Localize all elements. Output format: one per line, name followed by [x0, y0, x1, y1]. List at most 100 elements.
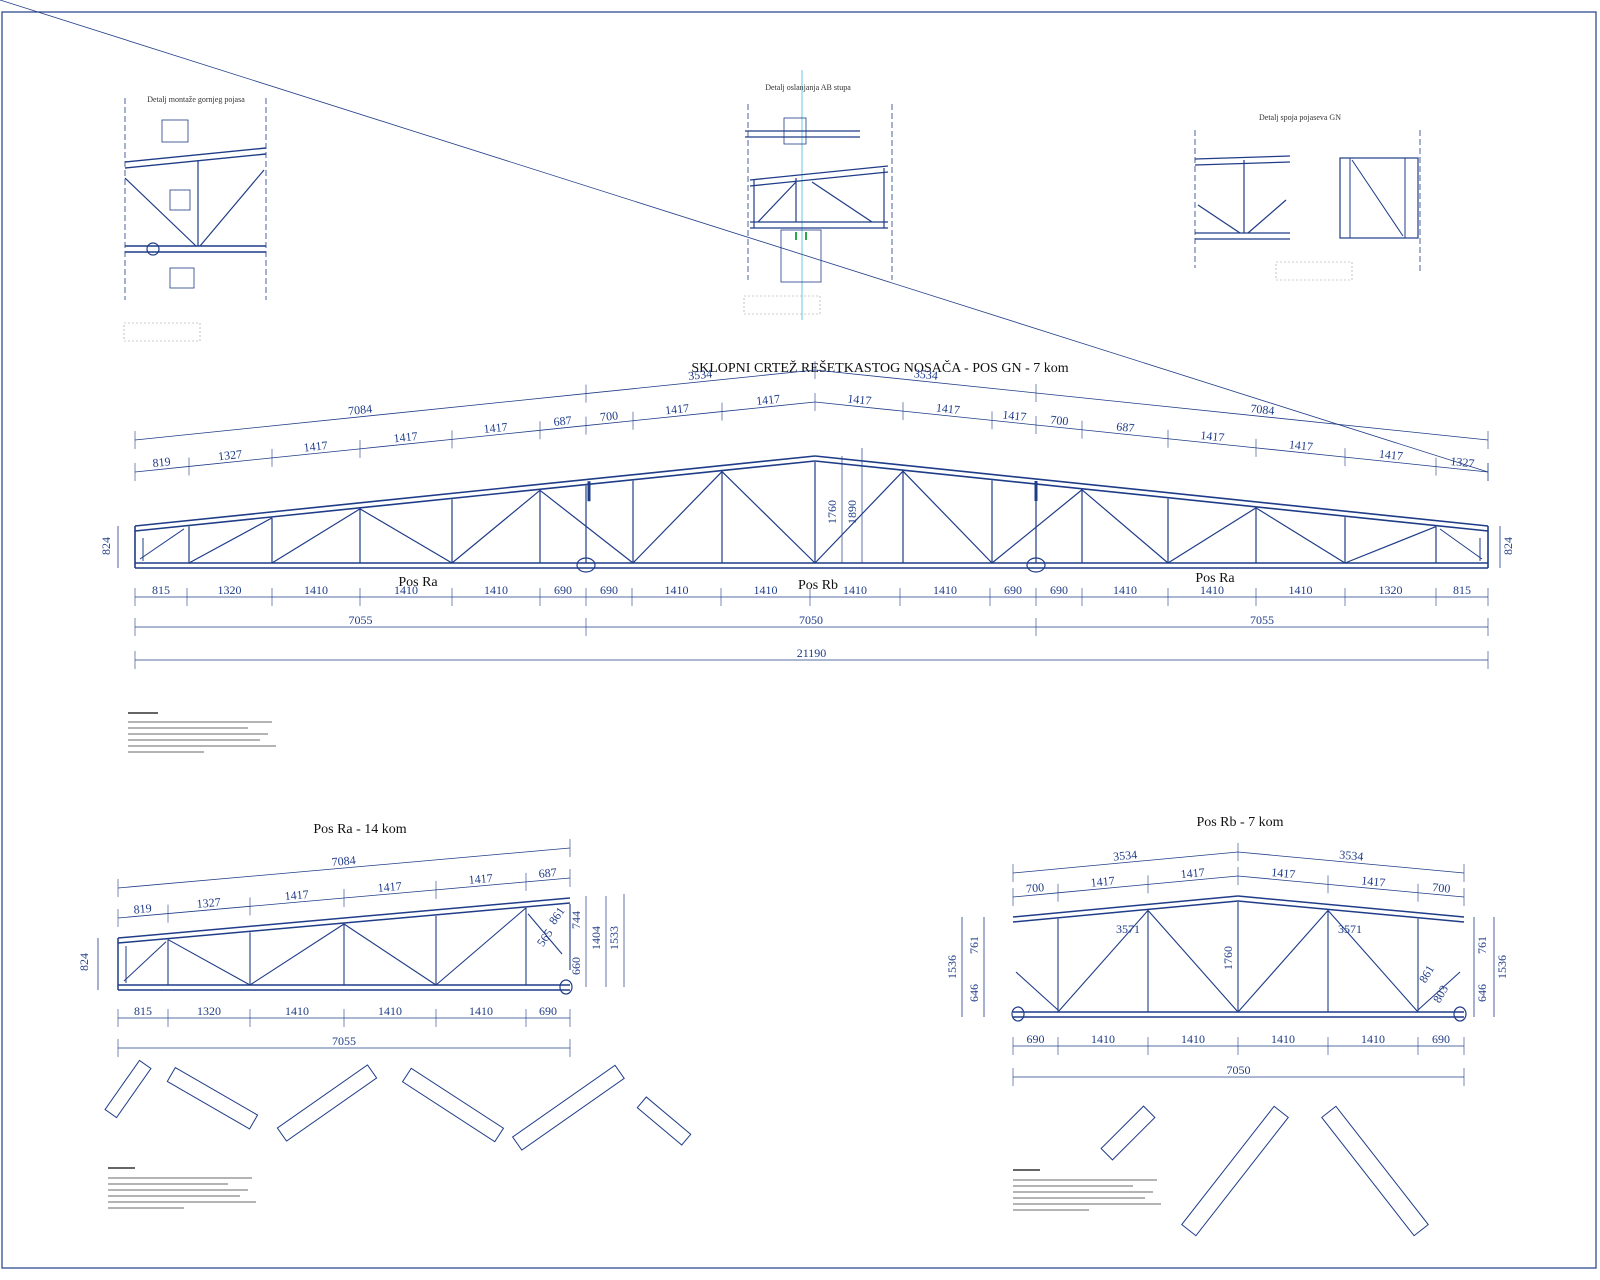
main-label-pos-rb: Pos Rb — [798, 578, 838, 593]
diagonal-member — [343, 923, 437, 986]
pos-ra-truss — [117, 897, 573, 995]
dimension-label: 687 — [538, 865, 557, 881]
dimension-label: 819 — [0, 0, 9, 3]
dimension-label: 690 — [1432, 1032, 1450, 1046]
detail-right: Detalj spoja pojaseva GN — [1194, 113, 1421, 281]
dimension-line — [1147, 875, 1239, 885]
dimension-line — [359, 438, 453, 450]
dimension-label: 3571 — [1116, 922, 1140, 936]
dimension-label: 690 — [1004, 583, 1022, 597]
dimension-line — [1327, 883, 1419, 894]
top-chord — [1012, 895, 1239, 918]
dimension-label: 744 — [569, 911, 583, 929]
diagonal-member — [1147, 910, 1239, 1013]
detail-right-title: Detalj spoja pojaseva GN — [1259, 113, 1341, 122]
dimension-label: 1404 — [589, 926, 603, 950]
diagonal-member — [1344, 526, 1437, 564]
dimension-label: 1417 — [1002, 408, 1027, 424]
dimension-label: 1417 — [1180, 865, 1205, 881]
dimension-label: 1320 — [1379, 583, 1403, 597]
dimension-label: 815 — [152, 583, 170, 597]
dimension-label: 803 — [1430, 983, 1451, 1006]
dimension-label: 1410 — [754, 583, 778, 597]
diagonal-member — [1417, 971, 1461, 1011]
dimension-label: 7050 — [799, 613, 823, 627]
dimension-label: 3534 — [687, 367, 712, 383]
dimension-label: 690 — [600, 583, 618, 597]
dimension-label: 1410 — [1271, 1032, 1295, 1046]
dimension-line — [1255, 447, 1346, 458]
top-chord — [1237, 895, 1465, 918]
pos-rb-title: Pos Rb - 7 kom — [1196, 815, 1283, 830]
dimension-label: 1327 — [1450, 454, 1475, 470]
dimension-line — [814, 369, 1037, 394]
dimension-label: 1410 — [1181, 1032, 1205, 1046]
diagonal-member — [1255, 507, 1346, 564]
dimension-line — [117, 913, 169, 919]
dimension-line — [167, 905, 251, 914]
dimension-label: 1410 — [1091, 1032, 1115, 1046]
dimension-label: 1410 — [469, 1004, 493, 1018]
dimension-label: 700 — [1432, 880, 1451, 896]
dimension-line — [188, 457, 273, 467]
dimension-label: 1417 — [1361, 873, 1386, 889]
pos-rb-truss — [1011, 895, 1467, 1022]
dimension-label: 824 — [1501, 537, 1515, 555]
dimension-label: 660 — [569, 957, 583, 975]
dimension-line — [525, 877, 571, 883]
diagonal-member — [1057, 910, 1149, 1013]
dimension-label: 646 — [1475, 984, 1489, 1002]
dimension-label: 824 — [77, 953, 91, 971]
dimension-line — [435, 881, 527, 891]
dimension-line — [585, 420, 634, 426]
detail-left: Detalj montaže gornjeg pojasa — [123, 95, 267, 342]
dimension-label: 1417 — [1378, 447, 1403, 463]
dimension-line — [1035, 424, 1083, 431]
dimension-label: 819 — [152, 454, 171, 470]
splice-marker — [559, 979, 573, 995]
dimension-label: 7084 — [331, 853, 356, 869]
dimension-label: 1410 — [1289, 583, 1313, 597]
dimension-line — [117, 847, 571, 889]
dimension-label: 819 — [133, 901, 152, 917]
notes-block-main — [128, 712, 276, 753]
dimension-label: 700 — [599, 408, 618, 424]
diagonal-member — [139, 528, 185, 560]
dimension-label: 1417 — [755, 392, 780, 408]
dimension-label: 1410 — [843, 583, 867, 597]
diagonal-member — [1237, 909, 1329, 1013]
diagonal-member — [451, 489, 541, 564]
dimension-label: 1410 — [304, 583, 328, 597]
dimension-label: 7055 — [1250, 613, 1274, 627]
dimension-label: 1410 — [1361, 1032, 1385, 1046]
dimension-label: 824 — [99, 537, 113, 555]
diagonal-member — [188, 517, 273, 564]
splice-marker — [1011, 1006, 1025, 1022]
diagonal-member — [1439, 528, 1483, 560]
dimension-label: 690 — [539, 1004, 557, 1018]
main-truss — [134, 455, 1489, 573]
diagonal-member — [1015, 971, 1059, 1011]
dimension-label: 861 — [546, 904, 568, 927]
detail-center-title: Detalj oslanjanja AB stupa — [765, 83, 851, 92]
dimension-label: 1417 — [377, 879, 402, 895]
dimension-line — [539, 425, 587, 431]
dimension-label: 1890 — [845, 500, 859, 524]
dimension-line — [134, 466, 190, 473]
dimension-line — [249, 897, 345, 907]
dimension-label: 700 — [1026, 880, 1045, 896]
diagonal-member — [991, 489, 1083, 564]
dimension-label: 565 — [534, 926, 556, 949]
notes-block-rb — [1013, 1169, 1161, 1211]
notes-block-ra — [108, 1167, 256, 1209]
splice-marker — [1453, 1006, 1467, 1022]
dimension-label: 1410 — [285, 1004, 309, 1018]
dimension-label: 3534 — [913, 366, 938, 382]
dimension-label: 1410 — [1113, 583, 1137, 597]
splice-marker — [1026, 557, 1046, 573]
dimension-label: 1320 — [197, 1004, 221, 1018]
dimension-label: 761 — [1475, 936, 1489, 954]
dimension-label: 7050 — [1227, 1063, 1251, 1077]
diagonal-member — [539, 489, 634, 564]
